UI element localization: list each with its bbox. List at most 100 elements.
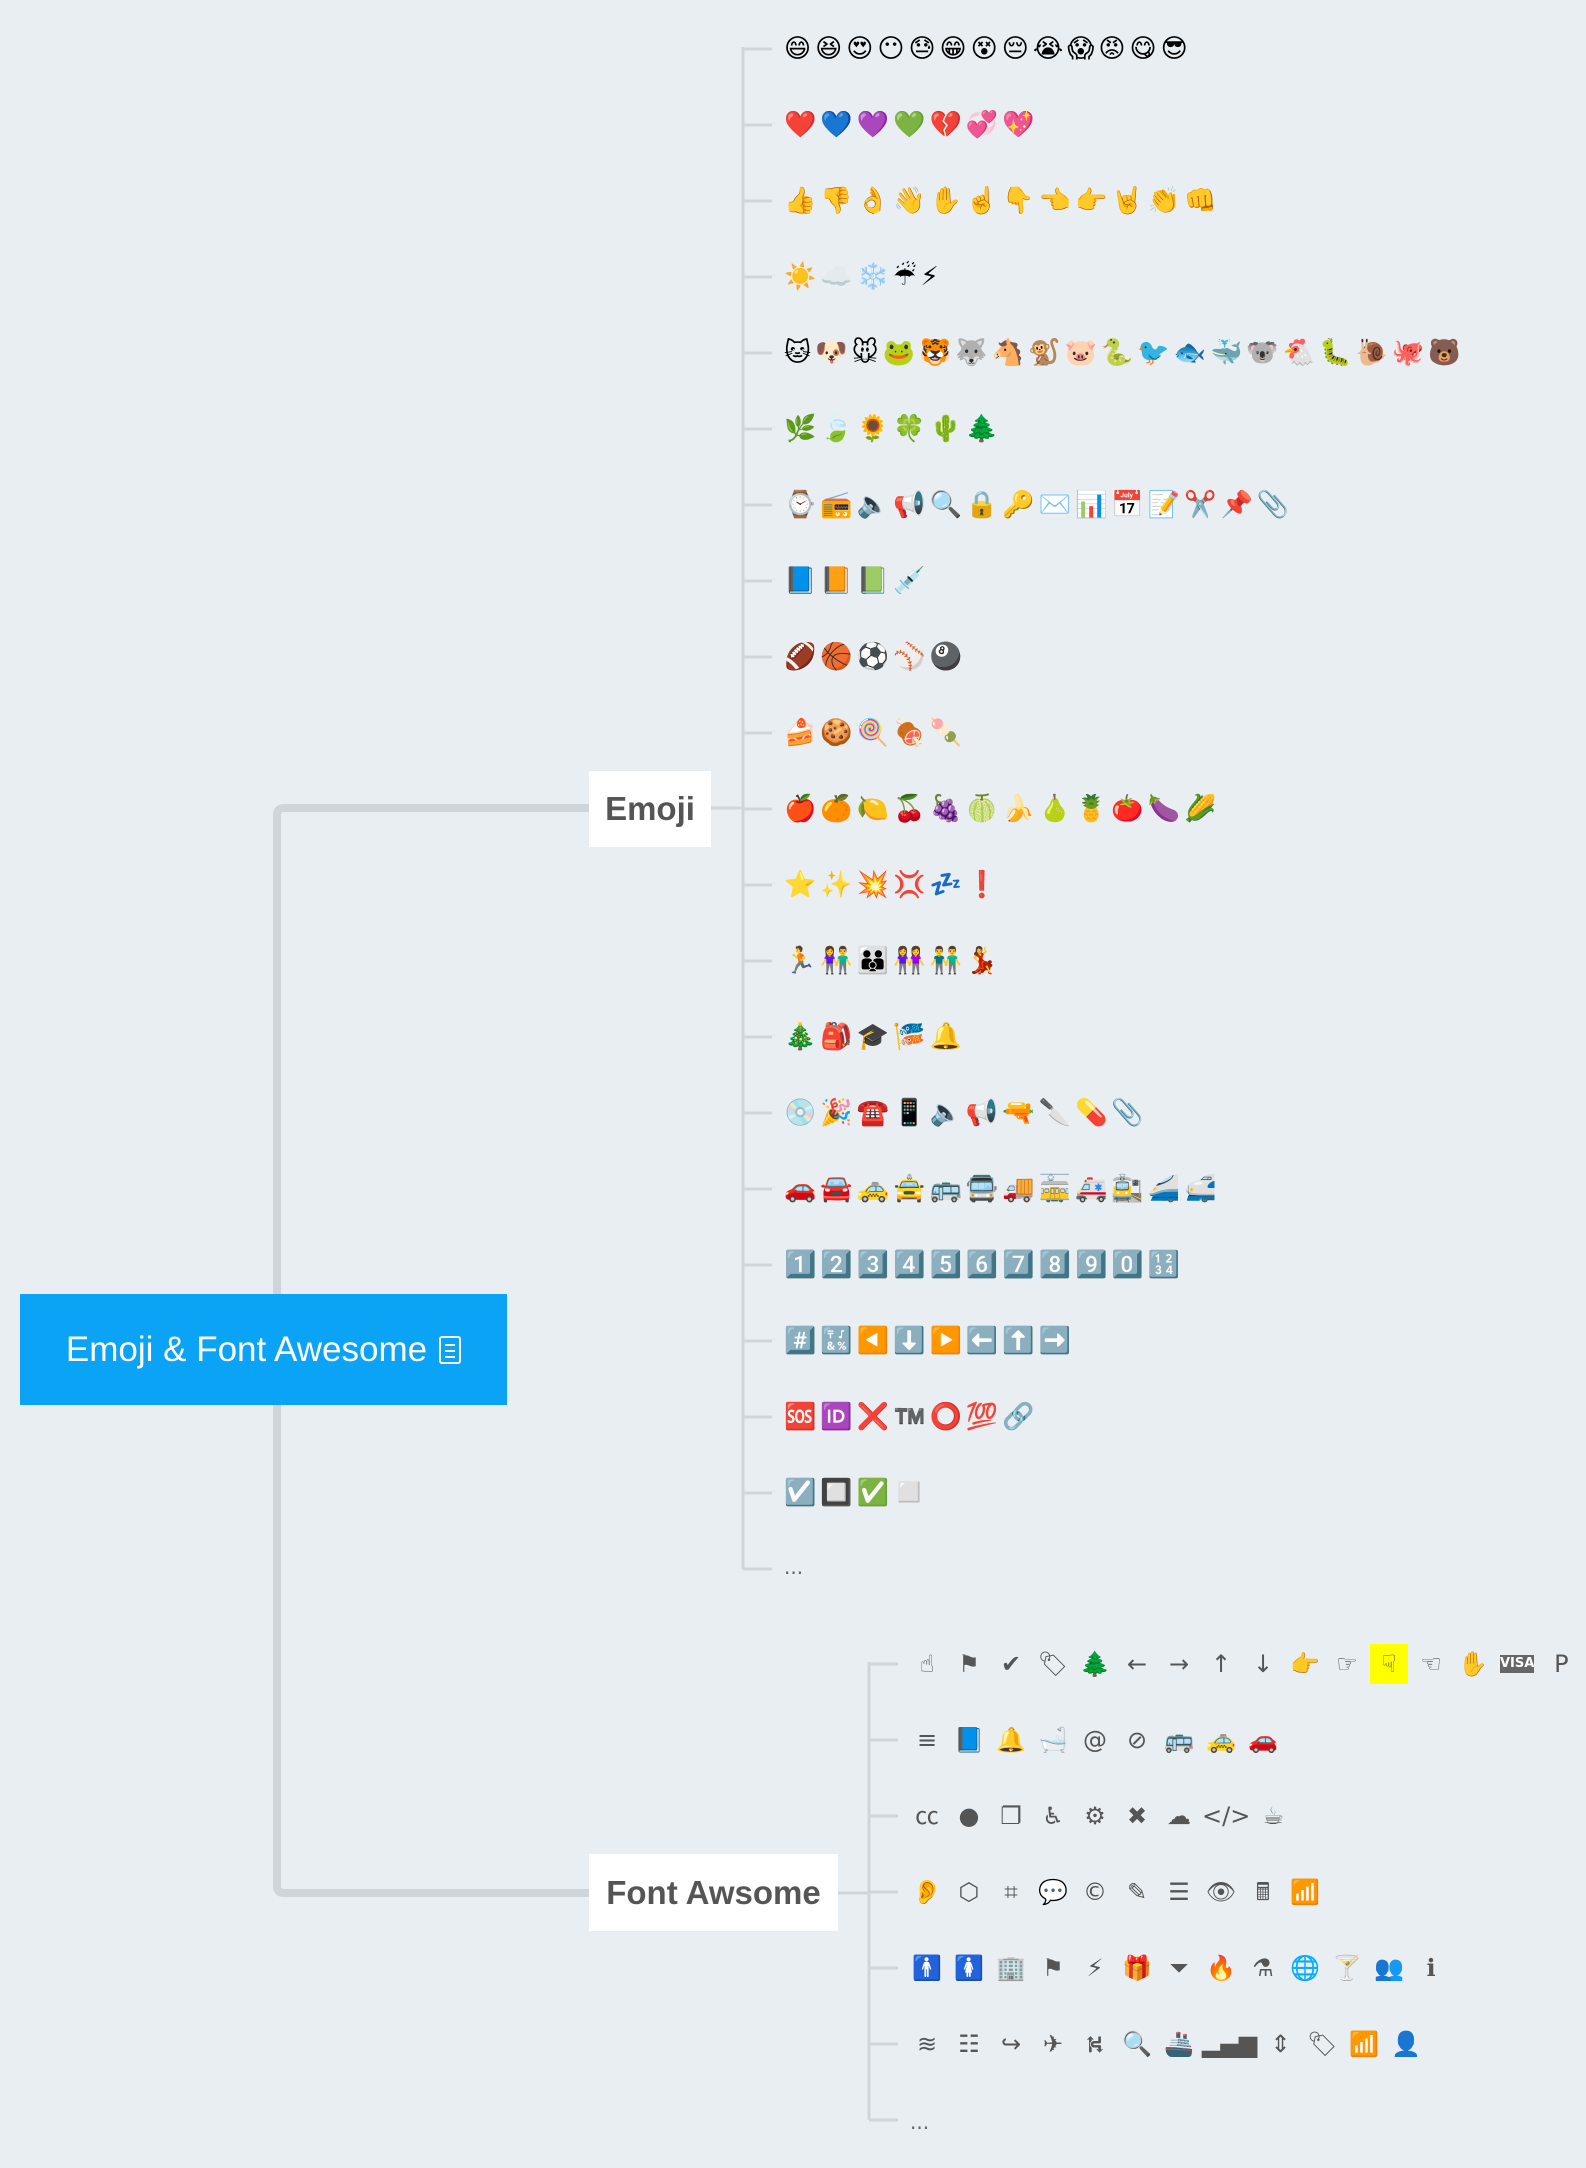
emoji-subtopic[interactable]: ⌚📻🔈📢🔍🔒🔑✉️📊📅📝✂️📌📎: [784, 485, 1289, 525]
font-awesome-icon: @: [1083, 1726, 1107, 1754]
font-awesome-icon: ❐: [1000, 1802, 1022, 1830]
emoji-glyph: 💤: [929, 870, 962, 900]
emoji-subtopic[interactable]: 🆘🆔❌™️⭕💯🔗: [784, 1397, 1035, 1437]
emoji-glyph: 🚉: [1111, 1174, 1144, 1204]
font-awesome-icon: 🚺: [954, 1954, 984, 1982]
emoji-glyph: 🍪: [820, 718, 853, 748]
font-awesome-subtopic[interactable]: ≋☷↪✈⛕🔍🚢▂▄▆⇕🏷📶👤: [908, 2024, 1425, 2064]
emoji-subtopic[interactable]: 🍰🍪🍭🍖🍡: [784, 713, 962, 753]
emoji-glyph: 👋: [893, 186, 926, 216]
emoji-subtopic[interactable]: ❤️💙💜💚💔💞💖: [784, 105, 1035, 145]
emoji-glyph: 😎: [1160, 34, 1188, 64]
emoji-glyph: 📌: [1220, 490, 1253, 520]
emoji-glyph: ⬅️: [965, 1326, 999, 1356]
emoji-subtopic[interactable]: ☑️🔲✅◻️: [784, 1473, 926, 1513]
font-awesome-icon: 📶: [1349, 2030, 1380, 2058]
emoji-glyph: 🚖: [893, 1174, 926, 1204]
branch-emoji[interactable]: Emoji: [589, 771, 711, 847]
emoji-glyph: 😡: [1098, 34, 1126, 64]
branch-font-awesome[interactable]: Font Awsome: [589, 1854, 838, 1931]
emoji-subtopic[interactable]: 🎄🎒🎓🎏🔔: [784, 1017, 962, 1057]
font-awesome-icon: ⚑: [958, 1650, 980, 1678]
emoji-glyph: 🍎: [784, 794, 817, 824]
emoji-glyph: 🚗: [784, 1174, 817, 1204]
emoji-glyph: 🐯: [918, 338, 952, 368]
emoji-glyph: ☑️: [784, 1478, 817, 1508]
emoji-glyph: 🐻: [1428, 338, 1461, 368]
emoji-glyph: 🔈: [929, 1098, 962, 1128]
emoji-glyph: 🌽: [1184, 794, 1217, 824]
emoji-glyph: 🍃: [820, 414, 853, 444]
emoji-glyph: 📻: [820, 490, 853, 520]
emoji-glyph: ⬆️: [1002, 1326, 1035, 1356]
emoji-glyph: 🏈: [784, 642, 817, 672]
emoji-glyph: 🐸: [882, 338, 915, 368]
font-awesome-more-item[interactable]: ...: [910, 2110, 930, 2134]
emoji-glyph: 📱: [893, 1098, 926, 1128]
emoji-subtopic[interactable]: #️⃣🔣◀️⬇️▶️⬅️⬆️➡️: [784, 1321, 1071, 1361]
emoji-glyph: 🔒: [965, 490, 999, 520]
emoji-glyph: 📎: [1256, 490, 1290, 520]
emoji-glyph: ☔: [893, 262, 917, 292]
emoji-glyph: 😵: [970, 34, 998, 64]
font-awesome-icon: 👤: [1391, 2030, 1422, 2058]
emoji-glyph: 🐨: [1246, 338, 1279, 368]
emoji-glyph: 5️⃣: [929, 1250, 962, 1280]
emoji-glyph: 😱: [1067, 34, 1095, 64]
emoji-glyph: 🍀: [893, 414, 926, 444]
emoji-subtopic[interactable]: ☀️☁️❄️☔⚡: [784, 257, 939, 297]
emoji-subtopic[interactable]: 😄😆😍😶😓😁😵😔😭😱😡😋😎: [784, 29, 1188, 69]
font-awesome-subtopic[interactable]: 👂⬡⌗💬©✎☰👁🖩📶: [908, 1872, 1324, 1912]
emoji-more-item[interactable]: ...: [784, 1555, 804, 1579]
emoji-glyph: 🚍: [965, 1174, 999, 1204]
root-topic[interactable]: Emoji & Font Awesome: [20, 1294, 507, 1405]
emoji-subtopic[interactable]: 🐱🐶🐭🐸🐯🐺🐴🐒🐷🐍🐦🐟🐳🐨🐔🐛🐌🐙🐻: [784, 333, 1461, 373]
emoji-glyph: 📊: [1075, 490, 1108, 520]
emoji-glyph: 👎: [820, 186, 853, 216]
font-awesome-icon: ✎: [1126, 1878, 1148, 1906]
font-awesome-icon: </>: [1202, 1802, 1251, 1830]
font-awesome-subtopic[interactable]: ≡📘🔔🛁@⊘🚌🚕🚗: [908, 1720, 1282, 1760]
emoji-glyph: 🐺: [955, 338, 988, 368]
emoji-glyph: 🚑: [1075, 1174, 1108, 1204]
emoji-subtopic[interactable]: 🏃👫👪👭👬💃: [784, 941, 998, 981]
emoji-glyph: ⌚: [784, 490, 817, 520]
emoji-glyph: 💔: [929, 110, 962, 140]
emoji-glyph: 🐱: [784, 338, 812, 368]
emoji-glyph: 📘: [784, 566, 817, 596]
emoji-glyph: 🐶: [815, 338, 848, 368]
emoji-glyph: 🆘: [784, 1402, 817, 1432]
emoji-glyph: 📢: [965, 1098, 999, 1128]
emoji-subtopic[interactable]: 🍎🍊🍋🍒🍇🍈🍌🍐🍍🍅🍆🌽: [784, 789, 1217, 829]
font-awesome-icon: 👥: [1374, 1954, 1404, 1982]
font-awesome-subtopic[interactable]: ㏄●❐♿⚙✖☁</>☕: [908, 1796, 1292, 1836]
emoji-glyph: 💉: [893, 566, 926, 596]
font-awesome-icon: 🚕: [1206, 1726, 1236, 1754]
emoji-glyph: 🚌: [929, 1174, 962, 1204]
emoji-glyph: 📢: [893, 490, 926, 520]
emoji-subtopic[interactable]: 🚗🚘🚕🚖🚌🚍🚚🚋🚑🚉🚄🚅: [784, 1169, 1217, 1209]
notes-icon[interactable]: [439, 1335, 462, 1364]
emoji-glyph: 💢: [893, 870, 926, 900]
emoji-glyph: 🌻: [856, 414, 890, 444]
emoji-subtopic[interactable]: 💿🎉☎️📱🔈📢🔫🔪💊📎: [784, 1093, 1144, 1133]
emoji-glyph: 🍆: [1147, 794, 1181, 824]
emoji-subtopic[interactable]: 🌿🍃🌻🍀🌵🌲: [784, 409, 998, 449]
emoji-glyph: 🔢: [1147, 1250, 1181, 1280]
font-awesome-icon: ↑: [1210, 1650, 1232, 1678]
emoji-subtopic[interactable]: ⭐✨💥💢💤❗: [784, 865, 998, 905]
emoji-glyph: ◀️: [856, 1326, 890, 1356]
emoji-subtopic[interactable]: 1️⃣2️⃣3️⃣4️⃣5️⃣6️⃣7️⃣8️⃣9️⃣0️⃣🔢: [784, 1245, 1180, 1285]
emoji-subtopic[interactable]: 📘📙📗💉: [784, 561, 926, 601]
font-awesome-icon: ⏷: [1169, 1954, 1189, 1982]
font-awesome-subtopic[interactable]: 🚹🚺🏢⚑⚡🎁⏷🔥⚗🌐🍸👥ℹ: [908, 1948, 1450, 1988]
emoji-subtopic[interactable]: 👍👎👌👋✋☝️👇👈👉🤘👏👊: [784, 181, 1217, 221]
emoji-subtopic[interactable]: 🏈🏀⚽⚾🎱: [784, 637, 962, 677]
emoji-glyph: 🍊: [820, 794, 853, 824]
font-awesome-icon: ☰: [1168, 1878, 1190, 1906]
emoji-glyph: ☝️: [965, 186, 999, 216]
emoji-glyph: 7️⃣: [1002, 1250, 1035, 1280]
font-awesome-icon: ⌗: [1004, 1878, 1018, 1906]
emoji-glyph: 💃: [965, 946, 999, 976]
